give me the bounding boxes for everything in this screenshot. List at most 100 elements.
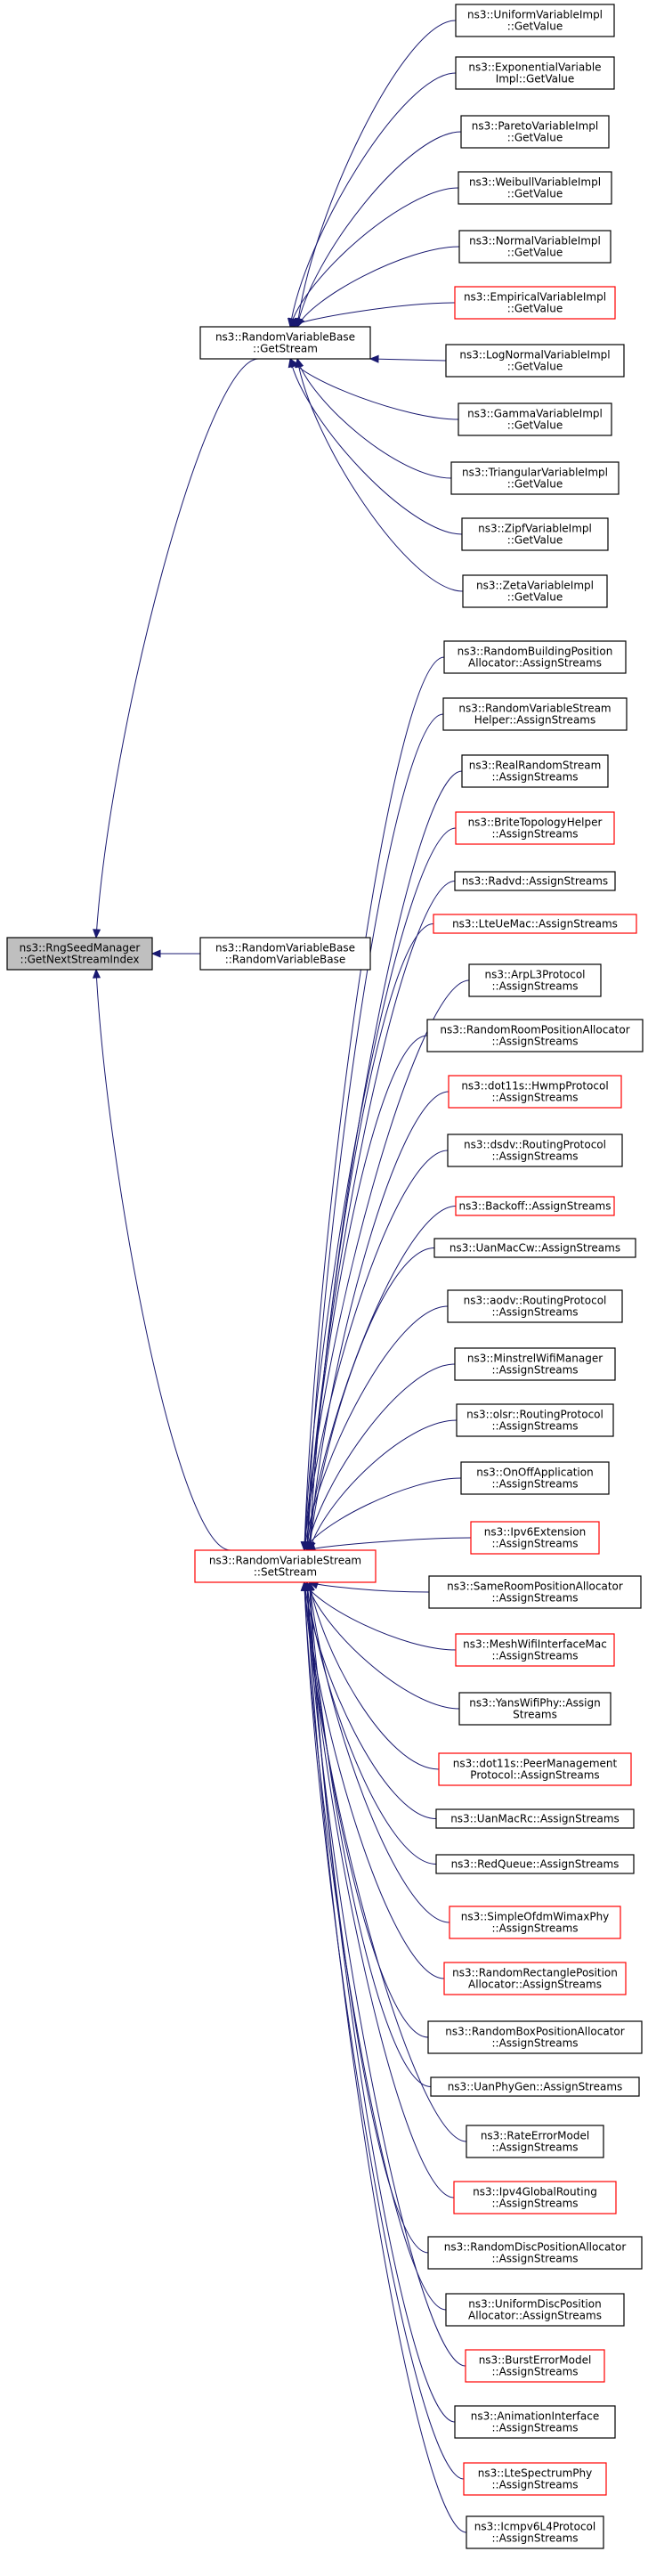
node-box <box>443 1962 627 1995</box>
node-label: ::GetValue <box>507 534 563 547</box>
setstream-caller-node[interactable]: ns3::Icmpv6L4Protocol::AssignStreams <box>466 2515 604 2549</box>
node-box <box>455 4 615 37</box>
edge-getstream-caller <box>289 72 457 328</box>
setstream-caller-node[interactable]: ns3::SimpleOfdmWimaxPhy::AssignStreams <box>449 1906 621 1939</box>
getstream-caller-node[interactable]: ns3::WeibullVariableImpl::GetValue <box>458 171 612 205</box>
getstream-caller-node[interactable]: ns3::ZipfVariableImpl::GetValue <box>461 517 609 551</box>
getstream-caller-node[interactable]: ns3::NormalVariableImpl::GetValue <box>458 230 612 264</box>
node-box <box>458 402 612 436</box>
node-label: ::GetNextStreamIndex <box>20 954 140 966</box>
setstream-caller-node[interactable]: ns3::RedQueue::AssignStreams <box>435 1854 635 1874</box>
getstream-caller-node[interactable]: ns3::EmpiricalVariableImpl::GetValue <box>454 286 616 320</box>
setstream-caller-node[interactable]: ns3::RandomVariableStreamHelper::AssignS… <box>442 697 628 731</box>
node-label: ::AssignStreams <box>491 2532 578 2545</box>
getstream-caller-node[interactable]: ns3::GammaVariableImpl::GetValue <box>458 402 612 436</box>
getstream-caller-node[interactable]: ns3::ParetoVariableImpl::GetValue <box>460 115 610 149</box>
edge-getstream-caller <box>289 358 463 535</box>
root-node-rngseedmanager[interactable]: ns3::RngSeedManager::GetNextStreamIndex <box>6 937 153 971</box>
setstream-caller-node[interactable]: ns3::UniformDiscPositionAllocator::Assig… <box>445 2293 625 2327</box>
setstream-caller-node[interactable]: ns3::MeshWifiInterfaceMac::AssignStreams <box>455 1633 615 1667</box>
setstream-caller-node[interactable]: ns3::dot11s::HwmpProtocol::AssignStreams <box>448 1075 622 1109</box>
node-label: ns3::RandomBuildingPosition <box>458 646 613 658</box>
edge-getstream-caller <box>289 302 456 328</box>
setstream-caller-node[interactable]: ns3::RandomBoxPositionAllocator::AssignS… <box>427 2020 643 2054</box>
node-box <box>466 2125 604 2158</box>
setstream-caller-node[interactable]: ns3::AnimationInterface::AssignStreams <box>454 2405 616 2439</box>
setstream-caller-node[interactable]: ns3::SameRoomPositionAllocator::AssignSt… <box>428 1575 642 1609</box>
node-label: ns3::UanMacRc::AssignStreams <box>450 1813 620 1825</box>
node-box <box>466 2515 604 2549</box>
setstream-caller-node[interactable]: ns3::Backoff::AssignStreams <box>455 1196 615 1216</box>
setstream-caller-node[interactable]: ns3::BurstErrorModel::AssignStreams <box>465 2349 605 2383</box>
node-label: ns3::YansWifiPhy::Assign <box>469 1697 600 1710</box>
setstream-caller-node[interactable]: ns3::RandomRoomPositionAllocator::Assign… <box>426 1019 644 1052</box>
node-label: ::AssignStreams <box>491 2198 578 2210</box>
node-label: ns3::RateErrorModel <box>481 2130 589 2142</box>
node-box <box>6 937 153 971</box>
node-box <box>458 230 612 264</box>
node-box <box>426 1019 644 1052</box>
node-setstream[interactable]: ns3::RandomVariableStream::SetStream <box>194 1549 377 1583</box>
setstream-caller-node[interactable]: ns3::OnOffApplication::AssignStreams <box>460 1461 610 1495</box>
node-label: ns3::RealRandomStream <box>469 760 602 772</box>
edge-setstream-caller <box>309 923 434 1551</box>
getstream-caller-node[interactable]: ns3::LogNormalVariableImpl::GetValue <box>445 344 625 378</box>
node-label: ::AssignStreams <box>491 2422 578 2434</box>
getstream-caller-node[interactable]: ns3::UniformVariableImpl::GetValue <box>455 4 615 37</box>
edge-getstream-caller-arrow <box>295 357 304 369</box>
setstream-caller-node[interactable]: ns3::dot11s::PeerManagementProtocol::Ass… <box>438 1752 632 1786</box>
setstream-caller-node[interactable]: ns3::Ipv4GlobalRouting::AssignStreams <box>453 2181 617 2214</box>
setstream-caller-node[interactable]: ns3::BriteTopologyHelper::AssignStreams <box>455 811 615 845</box>
setstream-caller-node[interactable]: ns3::UanMacRc::AssignStreams <box>435 1808 635 1829</box>
getstream-caller-node[interactable]: ns3::ZetaVariableImpl::GetValue <box>462 574 608 608</box>
setstream-caller-node[interactable]: ns3::RealRandomStream::AssignStreams <box>461 754 609 788</box>
setstream-caller-node[interactable]: ns3::LteSpectrumPhy::AssignStreams <box>463 2462 607 2496</box>
node-label: ::AssignStreams <box>491 1650 578 1662</box>
setstream-caller-node[interactable]: ns3::Radvd::AssignStreams <box>454 871 616 891</box>
setstream-caller-node[interactable]: ns3::aodv::RoutingProtocol::AssignStream… <box>447 1289 623 1323</box>
edge-setstream-caller-arrow <box>303 1581 312 1591</box>
node-box <box>445 2293 625 2327</box>
edge-setstream-caller <box>309 1247 435 1551</box>
node-label: ns3::RandomDiscPositionAllocator <box>444 2241 627 2254</box>
setstream-caller-node[interactable]: ns3::ArpL3Protocol::AssignStreams <box>468 963 602 997</box>
edge-setstream-caller <box>306 1581 437 1865</box>
node-label: ns3::NormalVariableImpl <box>469 235 601 248</box>
setstream-caller-node[interactable]: ns3::UanMacCw::AssignStreams <box>433 1238 636 1258</box>
node-label: Impl::GetValue <box>496 73 575 85</box>
node-label: ns3::MinstrelWifiManager <box>467 1353 603 1365</box>
node-getstream[interactable]: ns3::RandomVariableBase::GetStream <box>199 326 371 360</box>
node-box <box>470 1521 600 1555</box>
edge-setstream-caller <box>304 1581 457 1651</box>
setstream-caller-node[interactable]: ns3::Ipv6Extension::AssignStreams <box>470 1521 600 1555</box>
edge-setstream-caller-arrow <box>304 1540 312 1552</box>
setstream-caller-node[interactable]: ns3::MinstrelWifiManager::AssignStreams <box>454 1347 616 1381</box>
setstream-caller-node[interactable]: ns3::UanPhyGen::AssignStreams <box>430 2076 640 2097</box>
node-label: ns3::ZetaVariableImpl <box>476 580 594 592</box>
node-label: ns3::ExponentialVariable <box>468 61 601 74</box>
setstream-caller-node[interactable]: ns3::RandomRectanglePositionAllocator::A… <box>443 1962 627 1995</box>
setstream-caller-node[interactable]: ns3::LteUeMac::AssignStreams <box>433 914 637 934</box>
setstream-caller-node[interactable]: ns3::RandomBuildingPositionAllocator::As… <box>443 640 627 674</box>
setstream-caller-node[interactable]: ns3::YansWifiPhy::AssignStreams <box>458 1692 612 1726</box>
node-label: ::GetValue <box>507 132 563 144</box>
edge-setstream-caller <box>309 1581 432 2087</box>
node-label: ns3::Ipv6Extension <box>484 1526 586 1539</box>
setstream-caller-node[interactable]: ns3::RateErrorModel::AssignStreams <box>466 2125 604 2158</box>
setstream-caller-node[interactable]: ns3::dsdv::RoutingProtocol::AssignStream… <box>447 1134 623 1167</box>
setstream-caller-node[interactable]: ns3::RandomDiscPositionAllocator::Assign… <box>427 2236 643 2270</box>
node-label: ::GetValue <box>507 419 563 432</box>
node-label: ::GetValue <box>507 361 563 373</box>
edge-setstream-caller <box>304 1477 462 1551</box>
node-label: ns3::SimpleOfdmWimaxPhy <box>461 1911 610 1923</box>
setstream-caller-node[interactable]: ns3::olsr::RoutingProtocol::AssignStream… <box>456 1403 614 1437</box>
node-label: ns3::Backoff::AssignStreams <box>459 1200 612 1213</box>
node-label: ns3::WeibullVariableImpl <box>469 176 601 189</box>
node-box <box>458 1692 612 1726</box>
node-box <box>454 2405 616 2439</box>
node-rvbase[interactable]: ns3::RandomVariableBase::RandomVariableB… <box>199 937 371 971</box>
getstream-caller-node[interactable]: ns3::TriangularVariableImpl::GetValue <box>450 461 620 495</box>
node-label: ::AssignStreams <box>491 828 578 841</box>
node-label: ns3::Icmpv6L4Protocol <box>474 2521 595 2533</box>
